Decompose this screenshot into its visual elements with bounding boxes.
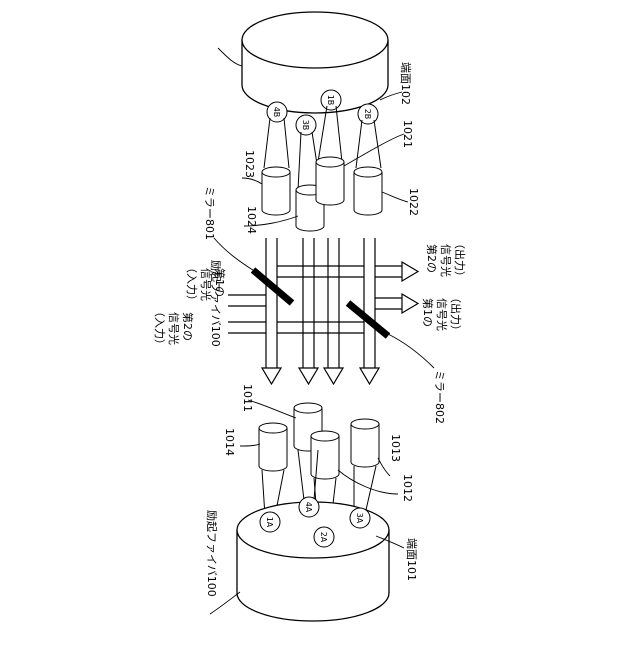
- label-1021: 1021: [401, 120, 414, 148]
- arrow-down-2: [299, 368, 318, 384]
- mirror-801: [253, 270, 292, 303]
- label-1023: 1023: [243, 150, 256, 178]
- svg-text:3B: 3B: [301, 120, 310, 131]
- svg-text:2A: 2A: [319, 532, 328, 543]
- svg-text:2B: 2B: [363, 109, 372, 120]
- label-1012: 1012: [401, 474, 414, 502]
- svg-text:（入力）: （入力）: [185, 262, 198, 306]
- core-4A: 4A: [299, 497, 319, 517]
- label-mirror-801: ミラー801: [203, 186, 216, 240]
- lens-1013: [351, 419, 379, 467]
- arrowheads: [262, 262, 418, 384]
- svg-text:信号光: 信号光: [435, 298, 449, 331]
- arrow-right-signal-2-out: [402, 262, 418, 281]
- label-signal-2-in: 第2の 信号光 （入力）: [153, 306, 195, 350]
- core-3B: 3B: [296, 115, 316, 135]
- arrow-down-1: [262, 368, 281, 384]
- lens-1012: [311, 431, 339, 479]
- label-1014: 1014: [223, 428, 236, 456]
- svg-text:信号光: 信号光: [199, 268, 213, 301]
- svg-text:4B: 4B: [272, 107, 281, 118]
- label-1011: 1011: [241, 384, 254, 412]
- mirror-802: [348, 303, 388, 336]
- svg-text:第2の: 第2の: [425, 244, 439, 273]
- svg-text:1B: 1B: [326, 95, 335, 106]
- label-signal-1-out: 第1の 信号光 （出力）: [421, 292, 463, 336]
- core-1B: 1B: [321, 90, 341, 110]
- core-1A: 1A: [260, 512, 280, 532]
- label-1022: 1022: [407, 188, 420, 216]
- beam-channels: [228, 238, 402, 368]
- label-1024: 1024: [245, 206, 258, 234]
- svg-text:4A: 4A: [304, 502, 313, 513]
- svg-text:（出力）: （出力）: [449, 292, 463, 336]
- core-3A: 3A: [350, 508, 370, 528]
- svg-text:3A: 3A: [355, 513, 364, 524]
- label-end-face-101: 端面101: [405, 538, 418, 581]
- lens-1014: [259, 423, 287, 471]
- label-fiber-bottom: 励起ファイバ100: [205, 510, 218, 597]
- lens-1023: [262, 167, 290, 215]
- arrow-down-3: [324, 368, 343, 384]
- label-signal-2-out: 第2の 信号光 （出力）: [425, 238, 467, 282]
- label-mirror-802: ミラー802: [433, 370, 446, 424]
- lens-1022: [354, 167, 382, 215]
- svg-text:第1の: 第1の: [421, 298, 435, 327]
- fiber-top: [242, 12, 388, 113]
- svg-text:第1の: 第1の: [213, 268, 227, 297]
- svg-text:1A: 1A: [265, 517, 274, 528]
- arrow-right-signal-1-out: [402, 294, 418, 313]
- core-2A: 2A: [314, 527, 334, 547]
- svg-text:（出力）: （出力）: [453, 238, 467, 282]
- svg-text:（入力）: （入力）: [153, 306, 166, 350]
- label-1013: 1013: [389, 434, 402, 462]
- arrow-down-4: [360, 368, 379, 384]
- label-end-face-102: 端面102: [399, 62, 412, 105]
- svg-text:信号光: 信号光: [167, 312, 181, 345]
- lens-1021: [316, 157, 344, 205]
- svg-text:第2の: 第2の: [181, 312, 195, 341]
- svg-text:信号光: 信号光: [439, 244, 453, 277]
- core-2B: 2B: [358, 104, 378, 124]
